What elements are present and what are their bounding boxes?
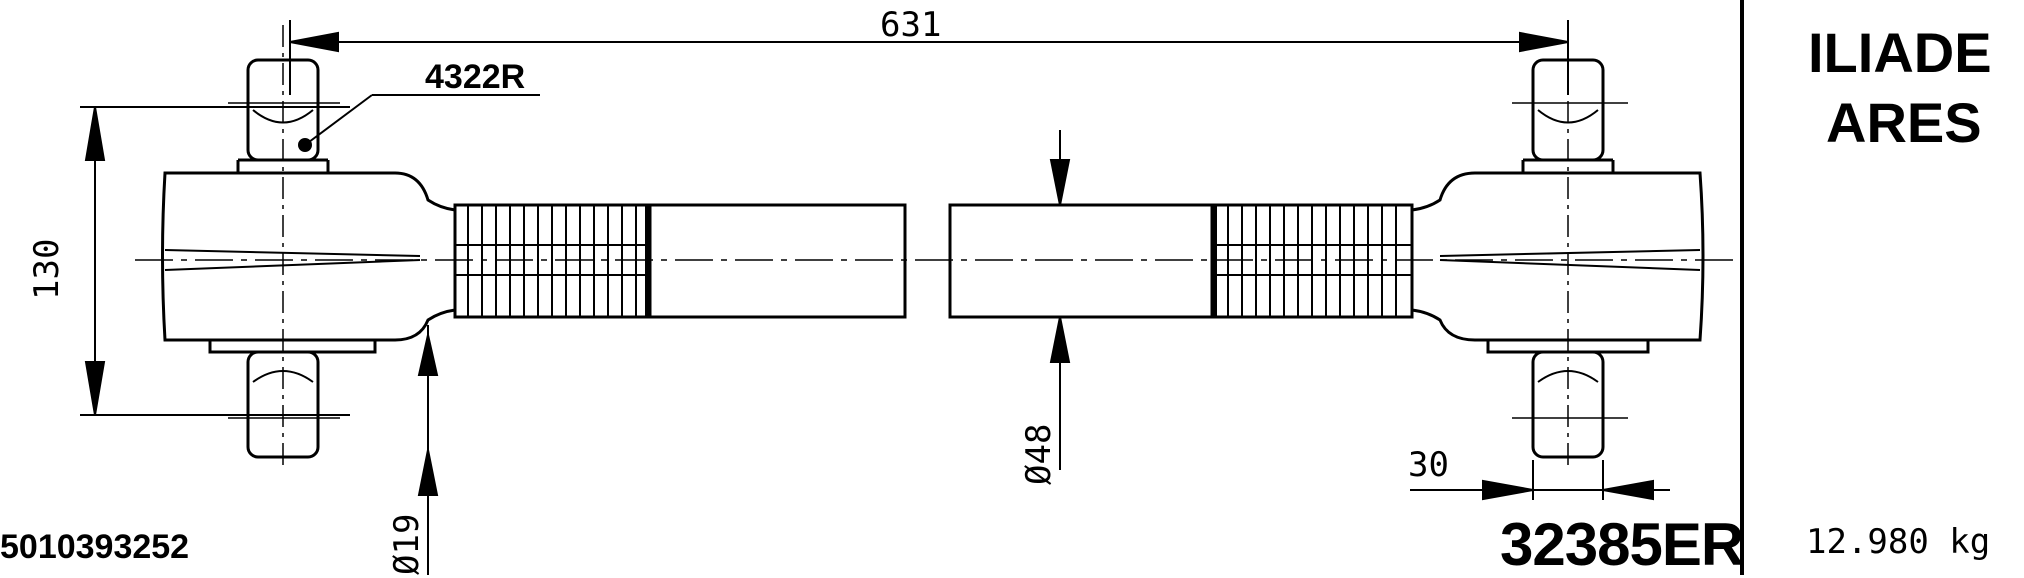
ean-code: 5010393252 — [0, 528, 190, 566]
dimension-height-label: 130 — [27, 238, 67, 300]
left-eye — [161, 25, 540, 465]
bushing-code-label: 4322R — [425, 58, 526, 96]
dimension-height — [80, 106, 350, 416]
dimension-length-label: 631 — [880, 5, 942, 45]
dimension-offset — [1410, 460, 1670, 501]
dimension-pin-diameter — [417, 325, 439, 575]
right-sleeve — [1210, 203, 1414, 319]
model-line-2: ARES — [1826, 91, 1982, 154]
left-sleeve — [453, 203, 652, 319]
dimension-tube-diameter-label: Ø48 — [1019, 423, 1059, 485]
weight-label: 12.980 kg — [1806, 522, 1991, 562]
right-eye — [1410, 25, 1705, 470]
part-number: 32385ER — [1500, 511, 1744, 578]
tube — [648, 203, 1214, 319]
dimension-length — [289, 20, 1569, 95]
model-line-1: ILIADE — [1808, 21, 1992, 84]
dimension-pin-diameter-label: Ø19 — [387, 513, 427, 575]
dimension-offset-label: 30 — [1408, 445, 1449, 485]
dimension-tube-diameter — [1049, 130, 1071, 470]
